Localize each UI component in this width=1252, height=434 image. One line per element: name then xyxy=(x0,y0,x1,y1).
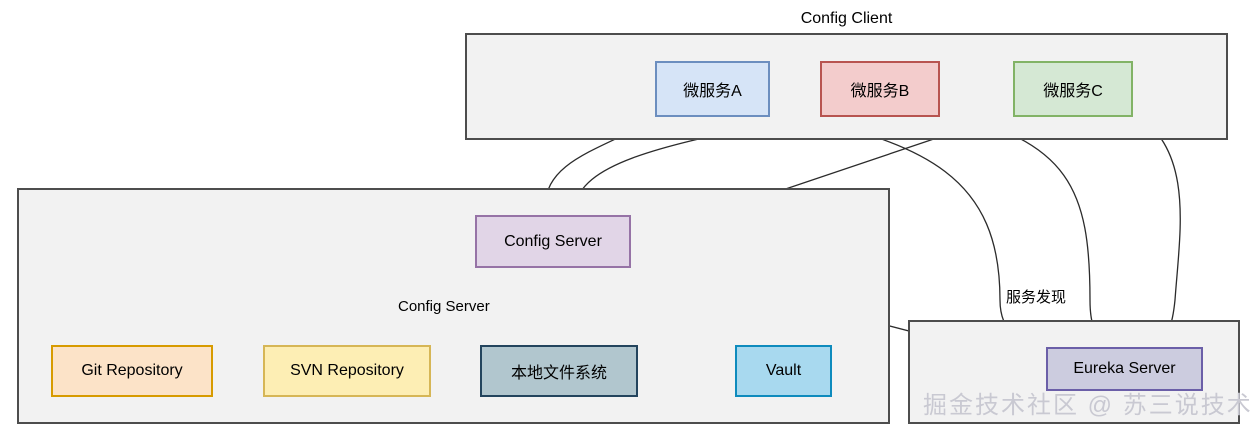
node-microservice-a[interactable]: 微服务A xyxy=(655,61,770,117)
node-vault-label: Vault xyxy=(765,362,802,379)
node-git-repository[interactable]: Git Repository xyxy=(51,345,213,397)
edge-label-config-server: Config Server xyxy=(398,298,490,315)
node-git-repository-label: Git Repository xyxy=(81,362,183,379)
node-local-file-system[interactable]: 本地文件系统 xyxy=(480,345,638,397)
node-config-server-label: Config Server xyxy=(504,232,602,250)
edge-label-service-discovery: 服务发现 xyxy=(1006,289,1067,306)
group-config-client-title: Config Client xyxy=(800,10,893,27)
node-svn-repository-label: SVN Repository xyxy=(290,362,404,379)
node-microservice-b-label: 微服务B xyxy=(850,83,910,100)
node-config-server[interactable]: Config Server xyxy=(475,215,631,268)
node-eureka-server[interactable]: Eureka Server xyxy=(1046,347,1203,391)
node-vault[interactable]: Vault xyxy=(735,345,832,397)
node-microservice-c[interactable]: 微服务C xyxy=(1013,61,1133,117)
node-svn-repository[interactable]: SVN Repository xyxy=(263,345,431,397)
node-microservice-c-label: 微服务C xyxy=(1043,83,1103,100)
node-eureka-server-label: Eureka Server xyxy=(1073,360,1176,377)
watermark: 掘金技术社区 @ 苏三说技术 xyxy=(923,392,1252,419)
node-local-file-system-label: 本地文件系统 xyxy=(510,365,607,382)
node-microservice-a-label: 微服务A xyxy=(683,83,742,100)
edge-c-to-eureka xyxy=(1132,111,1181,341)
node-microservice-b[interactable]: 微服务B xyxy=(820,61,940,117)
